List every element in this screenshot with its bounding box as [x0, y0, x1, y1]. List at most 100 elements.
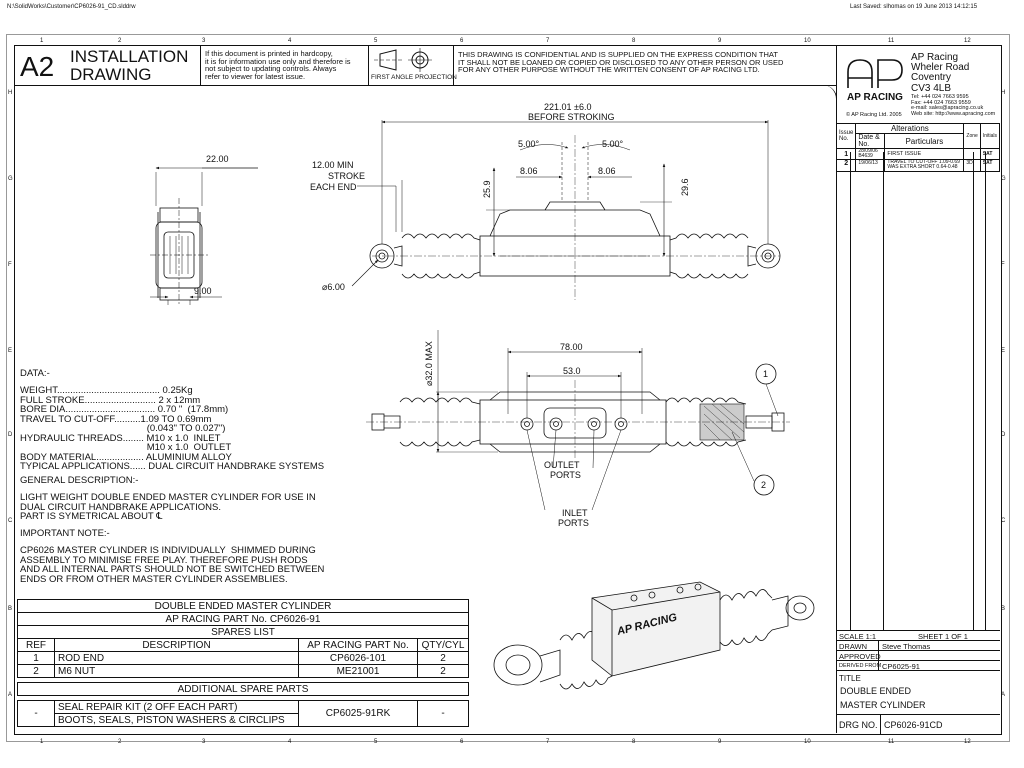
dim-78: 78.00	[560, 342, 583, 352]
title-installation: INSTALLATION	[70, 47, 189, 66]
spares-table: DOUBLE ENDED MASTER CYLINDER AP RACING P…	[17, 599, 469, 727]
zone-col-label: 5	[374, 739, 378, 745]
zone-row-label: D	[8, 432, 13, 438]
zone-col-label: 9	[718, 739, 722, 745]
rev-column-line	[850, 152, 851, 630]
zone-row-label: H	[1001, 90, 1006, 96]
cell-desc: ROD END	[54, 651, 299, 665]
confidential-notice: THIS DRAWING IS CONFIDENTIAL AND IS SUPP…	[458, 50, 784, 75]
rev-column-line	[985, 152, 986, 630]
zone-col-label: 4	[288, 38, 292, 44]
zone-row-label: E	[1001, 348, 1006, 354]
tb-scale: SCALE 1:1	[839, 632, 877, 641]
zone-row-label: H	[8, 90, 13, 96]
tb-drg-row: DRG NO. CP6026-91CD	[836, 714, 1000, 734]
dim-angle-right: 5.00°	[602, 139, 624, 149]
rev-particulars: TRAVEL TO CUT-OFF 1.09-0.69 WAS EXTRA SH…	[884, 159, 965, 172]
dim-min-stroke-3: EACH END	[310, 182, 357, 192]
zone-col-label: 8	[632, 739, 636, 745]
rev-initials: SAT	[979, 159, 1001, 172]
inlet-ports-2: PORTS	[558, 518, 589, 528]
tb-drawn-row: DRAWN Steve Thomas	[836, 640, 1000, 651]
kit-ref: -	[17, 700, 55, 727]
logo-wordmark: AP RACING	[847, 92, 903, 103]
dim-angle-left: 5.00°	[518, 139, 540, 149]
title-drawing: DRAWING	[70, 65, 152, 84]
kit-qty: -	[417, 700, 469, 727]
dim-53: 53.0	[563, 366, 581, 376]
projection-label: FIRST ANGLE PROJECTION	[371, 74, 457, 81]
tb-drg-value: CP6026-91CD	[884, 720, 943, 730]
zone-row-label: F	[1001, 262, 1005, 268]
zone-col-label: 9	[718, 38, 722, 44]
tb-scale-row: SCALE 1:1 SHEET 1 OF 1	[836, 630, 1000, 641]
revision-row: 2 19/06/13 TRAVEL TO CUT-OFF 1.09-0.69 W…	[835, 159, 1001, 172]
end-view	[150, 166, 258, 305]
rev-initials-header: Initials	[979, 123, 1001, 149]
zone-col-label: 7	[546, 38, 550, 44]
header-divider	[453, 45, 454, 85]
dim-dia-32: ⌀32.0 MAX	[424, 341, 434, 386]
rev-date: 19/06/13	[855, 159, 886, 172]
zone-col-label: 5	[374, 38, 378, 44]
isometric-view	[493, 581, 815, 690]
zone-col-label: 12	[964, 38, 971, 44]
rev-date-header: Date & No.	[855, 133, 886, 149]
rev-particulars: FIRST ISSUE	[884, 148, 965, 160]
rev-issue: 1	[835, 148, 857, 160]
dim-dia-6: ⌀6.00	[322, 282, 345, 292]
title-block: SCALE 1:1 SHEET 1 OF 1 DRAWN Steve Thoma…	[836, 630, 1000, 734]
dim-before-stroking: BEFORE STROKING	[528, 112, 615, 122]
tb-drg-label: DRG NO.	[839, 720, 878, 730]
cell-part: ME21001	[298, 664, 418, 678]
rev-zone	[963, 148, 981, 160]
cell-ref: 1	[17, 651, 55, 665]
balloon-1-label: 1	[763, 369, 768, 379]
zone-row-label: E	[8, 348, 13, 354]
company-address: AP Racing Wheler Road Coventry CV3 4LB	[911, 52, 970, 94]
dim-width-9: 9.00	[194, 286, 212, 296]
inlet-ports-1: INLET	[562, 508, 588, 518]
dim-259: 25.9	[482, 180, 492, 198]
data-heading: DATA:-	[20, 368, 50, 379]
sheet-size: A2	[20, 51, 55, 82]
dim-min-stroke-1: 12.00 MIN	[312, 160, 354, 170]
tb-drawn-label: DRAWN	[839, 642, 868, 651]
tb-title-label: TITLE	[839, 674, 861, 683]
tb-title-row: TITLE DOUBLE ENDED MASTER CYLINDER	[836, 670, 1000, 715]
data-specs: WEIGHT..................................…	[20, 385, 325, 472]
table-row: 1 ROD END CP6026-101 2	[17, 651, 469, 665]
important-text: CP6026 MASTER CYLINDER IS INDIVIDUALLY S…	[20, 545, 325, 585]
dim-width-22: 22.00	[206, 154, 229, 164]
zone-row-label: G	[1001, 176, 1006, 182]
cell-part: CP6026-101	[298, 651, 418, 665]
rev-title: Alterations	[855, 123, 965, 134]
header-divider	[200, 45, 201, 85]
cell-desc: M6 NUT	[54, 664, 299, 678]
table-row: BOOTS, SEALS, PISTON WASHERS & CIRCLIPS	[18, 713, 469, 727]
rev-date: 28/09/06 B4639	[855, 148, 886, 160]
tb-approved-row: APPROVED	[836, 650, 1000, 661]
zone-col-label: 11	[888, 739, 895, 745]
tb-derived-label: DERIVED FROM	[839, 663, 882, 669]
dim-806-right: 8.06	[598, 166, 616, 176]
tb-title-line1: DOUBLE ENDED	[840, 686, 912, 696]
tb-derived-value: CP6025-91	[882, 662, 920, 671]
zone-row-label: D	[1001, 432, 1006, 438]
tb-drawn-value: Steve Thomas	[882, 642, 931, 651]
tb-derived-row: DERIVED FROM CP6025-91	[836, 660, 1000, 671]
general-text: LIGHT WEIGHT DOUBLE ENDED MASTER CYLINDE…	[20, 492, 316, 522]
zone-col-label: 4	[288, 739, 292, 745]
zone-row-label: G	[8, 176, 13, 182]
zone-row-label: A	[8, 692, 13, 698]
zone-row-label: F	[8, 262, 12, 268]
col-description: DESCRIPTION	[54, 638, 299, 652]
cell-ref: 2	[17, 664, 55, 678]
zone-col-label: 11	[888, 38, 895, 44]
tb-divider	[878, 640, 879, 670]
dim-806-left: 8.06	[520, 166, 538, 176]
zone-col-label: 2	[118, 739, 122, 745]
zone-row-label: B	[8, 606, 13, 612]
company-contact: Tel: +44 024 7663 9595 Fax: +44 024 7663…	[911, 94, 996, 117]
table-row: 2 M6 NUT ME21001 2	[17, 664, 469, 678]
